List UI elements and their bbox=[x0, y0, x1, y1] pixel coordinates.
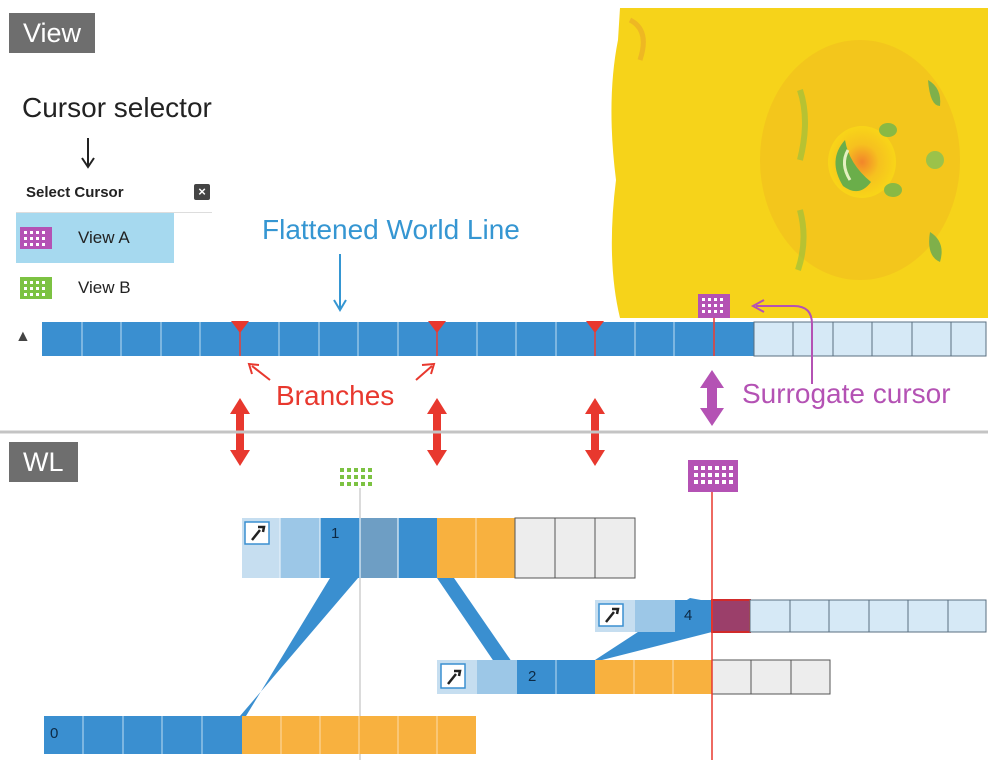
cursor-selector-arrow bbox=[81, 138, 95, 169]
world-line-label: Flattened World Line bbox=[262, 214, 520, 245]
node-label-4: 4 bbox=[684, 607, 692, 624]
node-label-0: 0 bbox=[50, 725, 58, 742]
surrogate-link-arrow bbox=[700, 370, 724, 426]
cursor-option-view-a[interactable]: View A bbox=[16, 213, 174, 263]
world-line-row-0 bbox=[44, 716, 476, 754]
world-line-row-1 bbox=[242, 517, 636, 579]
surrogate-cursor[interactable] bbox=[698, 294, 730, 356]
surrogate-callout-line bbox=[756, 305, 813, 384]
surrogate-callout-arrowhead bbox=[750, 299, 765, 313]
simulation-render bbox=[611, 8, 988, 318]
grid-cursor-icon bbox=[20, 277, 52, 299]
wl-panel-tag: WL bbox=[9, 442, 78, 482]
view-a-cursor-marker[interactable] bbox=[688, 460, 738, 492]
world-line-row-2 bbox=[437, 659, 831, 695]
branch-marker[interactable] bbox=[231, 321, 249, 356]
branches-label: Branches bbox=[276, 380, 395, 411]
surrogate-cursor-label: Surrogate cursor bbox=[742, 378, 951, 409]
close-icon[interactable]: × bbox=[194, 184, 210, 200]
node-label-2: 2 bbox=[528, 668, 536, 685]
cursor-option-view-b[interactable]: View B bbox=[16, 263, 212, 313]
wrench-icon[interactable] bbox=[244, 521, 270, 545]
world-line-arrow bbox=[333, 254, 347, 312]
collapse-icon[interactable]: ▲ bbox=[15, 328, 31, 345]
world-line-cells bbox=[42, 321, 987, 357]
grid-cursor-icon bbox=[20, 227, 52, 249]
world-line-row-4 bbox=[595, 599, 987, 633]
cursor-option-label: View A bbox=[78, 228, 130, 247]
cursor-selector-header: Select Cursor × bbox=[16, 172, 212, 213]
branch-marker[interactable] bbox=[586, 321, 604, 356]
wrench-icon[interactable] bbox=[440, 663, 466, 689]
view-b-cursor-marker[interactable] bbox=[340, 468, 372, 486]
cursor-selector-panel: Select Cursor × View A View B bbox=[16, 172, 212, 313]
branch-pointer-arrows bbox=[247, 362, 436, 381]
wrench-icon[interactable] bbox=[598, 603, 624, 627]
cursor-selector-title: Select Cursor bbox=[26, 183, 124, 201]
cursor-option-label: View B bbox=[78, 278, 131, 297]
cursor-selector-label: Cursor selector bbox=[22, 92, 212, 123]
view-panel-tag: View bbox=[9, 13, 96, 53]
branch-marker[interactable] bbox=[428, 321, 446, 356]
node-label-1: 1 bbox=[331, 525, 339, 542]
